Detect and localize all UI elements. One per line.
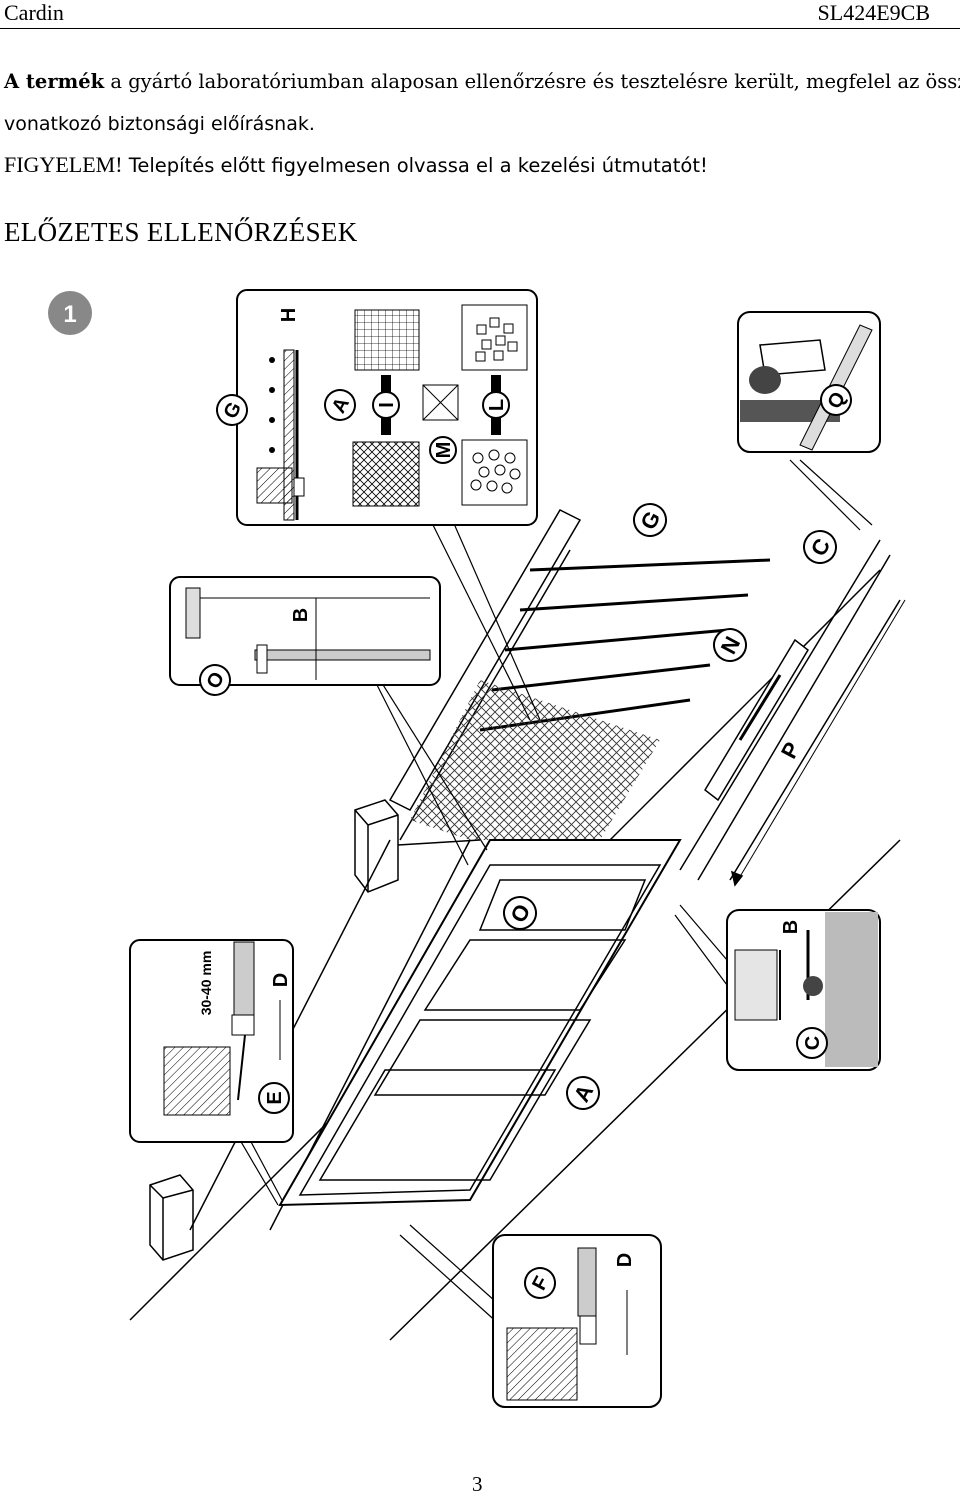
label-H: H [278, 308, 300, 322]
label-B-inset1: B [290, 608, 312, 622]
gate-drawing [129, 459, 906, 1341]
label-B-inset2: B [780, 920, 802, 934]
label-P-main: P [776, 738, 805, 763]
page-header: Cardin SL424E9CB [0, 0, 960, 29]
warning-line: FIGYELEM! Telepítés előtt figyelmesen ol… [4, 153, 708, 178]
inset-bottom-left-detail: D E 30-40 mm [129, 939, 294, 1143]
model-code: SL424E9CB [817, 0, 930, 25]
intro-bold-lead: A termék [4, 70, 105, 93]
intro-line-1-text: a gyártó laboratóriumban alaposan ellenő… [104, 70, 960, 93]
figure-number-badge: 1 [48, 291, 92, 335]
inset-fence-detail: G A H I M L [216, 289, 538, 526]
inset-ground-detail: B C [726, 909, 881, 1071]
intro-line-2: vonatkozó biztonsági előírásnak. [4, 113, 315, 135]
gate-installation-figure: 1 [48, 289, 906, 1408]
label-E: E [264, 1091, 286, 1104]
figure-number: 1 [63, 301, 76, 328]
label-D-inset1: D [270, 973, 292, 987]
intro-line-1: A termék a gyártó laboratóriumban alapos… [4, 70, 960, 94]
inset-roller-detail: Q [737, 311, 881, 453]
label-C-inset: C [802, 1036, 824, 1050]
warning-label: FIGYELEM! [4, 152, 123, 177]
main-labels: G C N P O A [503, 503, 837, 1110]
label-M: M [433, 442, 455, 459]
inset-bottom-right-detail: F D [492, 1234, 662, 1408]
label-D-inset2: D [614, 1253, 636, 1267]
inset-stop-detail: O B [169, 576, 441, 696]
dimension-30-40mm: 30-40 mm [198, 951, 214, 1016]
page-number: 3 [472, 1472, 483, 1496]
warning-text: Telepítés előtt figyelmesen olvassa el a… [122, 154, 708, 177]
label-I: I [376, 402, 398, 408]
brand-name: Cardin [4, 0, 64, 25]
section-title: ELŐZETES ELLENŐRZÉSEK [4, 217, 358, 247]
label-L: L [486, 399, 508, 411]
